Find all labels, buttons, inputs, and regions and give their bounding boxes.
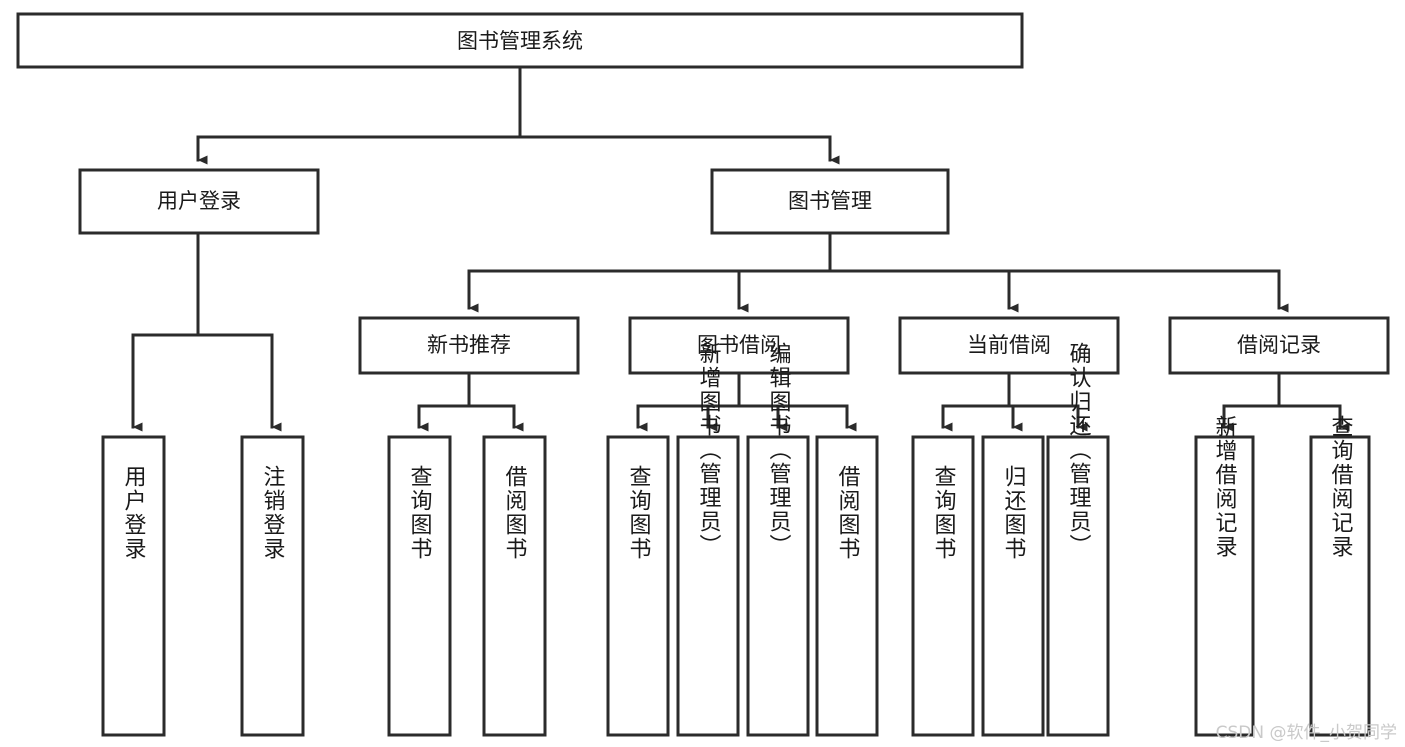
node-root-box[interactable] (16, 12, 1024, 69)
node-user-login[interactable]: 用户登录 (78, 168, 320, 235)
leaf-borrow-record-2-box[interactable] (1309, 435, 1371, 737)
leaf-borrow-record-1[interactable]: 新增借阅记录 (1194, 415, 1255, 737)
leaf-current-borrow-3-label: 确认归还（管理员） (1066, 342, 1092, 558)
leaf-user-login-2-label: 注销登录 (260, 465, 286, 561)
leaf-user-login-1-box[interactable] (101, 435, 166, 737)
node-current-borrow[interactable]: 当前借阅 (898, 316, 1120, 375)
node-book-borrow-box[interactable] (628, 316, 850, 375)
node-current-borrow-label: 当前借阅 (967, 333, 1051, 357)
leaf-borrow-record-2-label: 查询借阅记录 (1328, 415, 1354, 559)
node-borrow-record-label: 借阅记录 (1237, 333, 1321, 357)
node-borrow-record-box[interactable] (1168, 316, 1390, 375)
leaf-book-borrow-3-box[interactable] (746, 435, 810, 737)
node-new-book-recommend-label: 新书推荐 (427, 333, 511, 357)
node-book-manage-label: 图书管理 (788, 189, 872, 213)
leaf-book-borrow-4-label: 借阅图书 (835, 465, 861, 561)
leaf-new-book-2-box[interactable] (482, 435, 547, 737)
leaf-new-book-1[interactable]: 查询图书 (387, 435, 452, 737)
leaf-book-borrow-2-box[interactable] (676, 435, 740, 737)
node-borrow-record[interactable]: 借阅记录 (1168, 316, 1390, 375)
node-root[interactable]: 图书管理系统 (16, 12, 1024, 69)
node-new-book-recommend[interactable]: 新书推荐 (358, 316, 580, 375)
node-user-login-label: 用户登录 (157, 189, 241, 213)
leaf-current-borrow-3[interactable]: 确认归还（管理员） (1046, 342, 1110, 737)
leaf-borrow-record-1-label: 新增借阅记录 (1212, 415, 1238, 559)
node-user-login-box[interactable] (78, 168, 320, 235)
node-book-borrow[interactable]: 图书借阅 (628, 316, 850, 375)
leaf-new-book-1-box[interactable] (387, 435, 452, 737)
leaf-new-book-2-label: 借阅图书 (502, 465, 528, 561)
leaf-book-borrow-2[interactable]: 新增图书（管理员） (676, 342, 740, 737)
node-new-book-recommend-box[interactable] (358, 316, 580, 375)
leaf-user-login-2[interactable]: 注销登录 (240, 435, 305, 737)
leaf-borrow-record-2[interactable]: 查询借阅记录 (1309, 415, 1371, 737)
leaf-book-borrow-2-label: 新增图书（管理员） (696, 342, 722, 558)
leaf-book-borrow-3[interactable]: 编辑图书（管理员） (746, 342, 810, 737)
connector-layer (131, 65, 1350, 432)
leaf-book-borrow-1[interactable]: 查询图书 (606, 435, 670, 737)
leaf-new-book-1-label: 查询图书 (407, 465, 433, 561)
node-book-manage[interactable]: 图书管理 (710, 168, 950, 235)
leaf-user-login-2-box[interactable] (240, 435, 305, 737)
leaf-book-borrow-4-box[interactable] (815, 435, 879, 737)
leaf-book-borrow-4[interactable]: 借阅图书 (815, 435, 879, 737)
leaf-current-borrow-3-box[interactable] (1046, 435, 1110, 737)
leaf-current-borrow-1-label: 查询图书 (931, 465, 957, 561)
leaf-current-borrow-1-box[interactable] (911, 435, 975, 737)
leaf-current-borrow-1[interactable]: 查询图书 (911, 435, 975, 737)
csdn-watermark: CSDN @软件_小贺同学 (1215, 723, 1397, 743)
leaf-current-borrow-2-label: 归还图书 (1001, 465, 1027, 561)
node-root-label: 图书管理系统 (457, 29, 583, 53)
leaf-book-borrow-1-label: 查询图书 (626, 465, 652, 561)
leaf-book-borrow-3-label: 编辑图书（管理员） (766, 342, 792, 558)
leaf-user-login-1[interactable]: 用户登录 (101, 435, 166, 737)
node-book-borrow-label: 图书借阅 (697, 333, 781, 357)
leaf-current-borrow-2[interactable]: 归还图书 (981, 435, 1045, 737)
leaf-borrow-record-1-box[interactable] (1194, 435, 1255, 737)
node-current-borrow-box[interactable] (898, 316, 1120, 375)
leaf-user-login-1-label: 用户登录 (121, 465, 147, 561)
leaf-current-borrow-2-box[interactable] (981, 435, 1045, 737)
node-book-manage-box[interactable] (710, 168, 950, 235)
leaf-new-book-2[interactable]: 借阅图书 (482, 435, 547, 737)
leaf-book-borrow-1-box[interactable] (606, 435, 670, 737)
